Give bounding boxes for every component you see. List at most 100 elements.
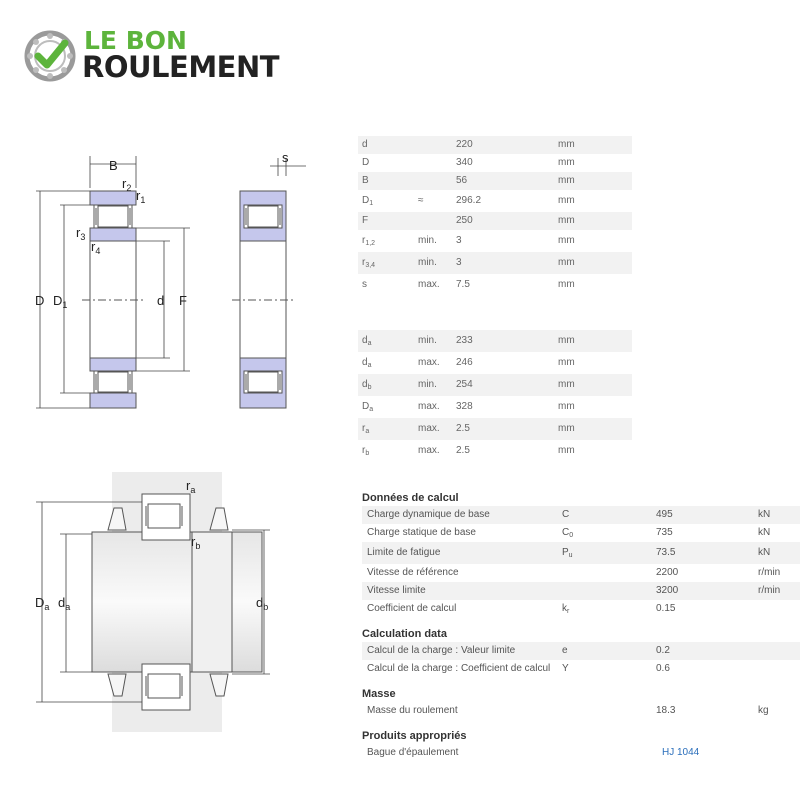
calc-row: Vitesse de référence 2200 r/min [362, 564, 800, 582]
calc-symbol-main: C [562, 509, 570, 520]
dim-symbol-main: d [362, 379, 368, 390]
label-ra: ra [186, 478, 195, 495]
dim-symbol: da [362, 352, 371, 374]
dim-unit: mm [558, 379, 575, 390]
dim-symbol-main: D [362, 195, 370, 206]
dim-symbol-sub: 3,4 [365, 262, 376, 269]
calc-label: Calcul de la charge : Coefficient de cal… [367, 663, 551, 674]
dim-qualifier: ≈ [418, 195, 424, 206]
calc-symbol: C [562, 506, 569, 524]
dim-qualifier: min. [418, 235, 437, 246]
dim-value: 254 [456, 379, 473, 390]
calc-symbol: Pu [562, 542, 573, 564]
dim-symbol-sub: 1 [369, 200, 374, 207]
dim-value: 220 [456, 139, 473, 150]
dim-qualifier: min. [418, 257, 437, 268]
dim-symbol-main: B [362, 175, 369, 186]
product-link-hj1044[interactable]: HJ 1044 [662, 747, 700, 758]
calc-unit: kg [758, 705, 769, 716]
dim-symbol: db [362, 374, 371, 396]
calc-value: 0.15 [656, 603, 676, 614]
calc-label: Calcul de la charge : Valeur limite [367, 645, 516, 656]
dim-symbol-sub: a [367, 362, 372, 369]
label-D1: D1 [53, 293, 67, 310]
gear-check-icon [24, 30, 76, 82]
dim-unit: mm [558, 257, 575, 268]
calc-symbol: Y [562, 663, 569, 674]
dim-symbol: r1,2 [362, 230, 375, 252]
dim-qualifier: max. [418, 401, 440, 412]
dim-symbol-main: r [362, 257, 366, 268]
dim-symbol-main: D [362, 401, 370, 412]
calc-value: 73.5 [656, 547, 676, 558]
calc-label: Bague d'épaulement [367, 747, 459, 758]
calc-symbol: e [562, 645, 568, 656]
dim-symbol-main: F [362, 215, 369, 226]
label-r4: r4 [91, 239, 100, 256]
dim-qualifier: max. [418, 445, 440, 456]
calc-symbol-sub: r [567, 608, 570, 615]
label-r1: r1 [136, 188, 145, 205]
section-title-calculation-data: Calculation data [362, 628, 447, 640]
dim-symbol: rb [362, 440, 369, 462]
calc-unit: r/min [758, 567, 781, 578]
dim-value: 2.5 [456, 423, 470, 434]
dim-value: 7.5 [456, 279, 470, 290]
bearing-section-diagram: B s r2 r1 r3 r4 D D1 d F [30, 148, 320, 418]
logo-line1: LE BON [84, 26, 187, 55]
dim-qualifier: min. [418, 335, 437, 346]
dim-qualifier: max. [418, 423, 440, 434]
dim-symbol-sub: b [365, 450, 370, 457]
calc-label: Vitesse de référence [367, 567, 459, 578]
dim-value: 340 [456, 157, 473, 168]
label-s: s [282, 150, 289, 165]
dim-row: db min. 254 mm [358, 374, 632, 396]
calc-value: 2200 [656, 567, 679, 578]
dim-symbol-main: r [362, 423, 366, 434]
calc-symbol-sub: 0 [569, 532, 574, 539]
dim-symbol-main: s [362, 279, 367, 290]
calc-label: Limite de fatigue [367, 547, 441, 558]
dim-symbol-sub: b [367, 384, 372, 391]
calc-symbol-main: k [562, 603, 567, 614]
label-r2: r2 [122, 176, 131, 193]
brand-logo[interactable]: LE BON ROULEMENT [24, 26, 304, 86]
dim-symbol: Da [362, 396, 373, 418]
dim-symbol: s [362, 274, 367, 296]
calc-unit: kN [758, 547, 771, 558]
dim-symbol: D1 [362, 190, 373, 212]
dim-value: 3 [456, 235, 462, 246]
calc-row: Bague d'épaulement HJ 1044 [362, 744, 800, 762]
dim-symbol: da [362, 330, 371, 352]
mounting-diagram: ra rb Da da db [30, 472, 320, 737]
calc-value: 495 [656, 509, 673, 520]
dim-symbol-main: d [362, 335, 368, 346]
label-r3: r3 [76, 225, 85, 242]
dim-symbol: ra [362, 418, 369, 440]
dim-value: 233 [456, 335, 473, 346]
dim-symbol-main: D [362, 157, 370, 168]
calc-symbol-main: C [562, 527, 570, 538]
calc-value: 3200 [656, 585, 679, 596]
dim-symbol-main: d [362, 139, 368, 150]
logo-line2: ROULEMENT [82, 50, 280, 84]
dim-symbol: B [362, 172, 369, 190]
dim-unit: mm [558, 279, 575, 290]
dim-qualifier: min. [418, 379, 437, 390]
calc-value: 18.3 [656, 705, 676, 716]
dim-value: 250 [456, 215, 473, 226]
section-title-donnees: Données de calcul [362, 492, 459, 504]
calc-unit: kN [758, 509, 771, 520]
section-title-produits: Produits appropriés [362, 730, 467, 742]
dim-unit: mm [558, 175, 575, 186]
